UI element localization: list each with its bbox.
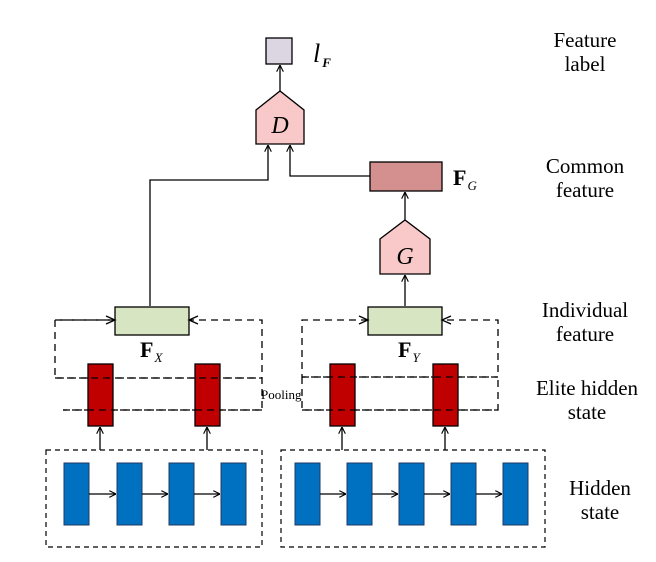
generator-label: G: [396, 244, 413, 270]
left-arrowhead-in-left: [105, 315, 117, 325]
elite-hidden-box-2: [194, 363, 221, 427]
row-label-line: feature: [555, 322, 615, 346]
row-label-individual-feature: Individual feature: [510, 298, 656, 346]
arrow-fg-to-d: [290, 145, 370, 177]
left-hidden-state-group: [45, 449, 263, 548]
row-label-common-feature: Common feature: [510, 154, 656, 202]
right-arrowhead-in-right: [440, 315, 452, 325]
individual-feature-x-box: [114, 306, 190, 336]
row-label-line: label: [564, 52, 606, 76]
elite-hidden-box-3: [329, 363, 356, 427]
hidden-box-r1: [294, 462, 321, 526]
row-label-line: Individual: [541, 298, 629, 322]
hidden-box-r2: [346, 462, 373, 526]
row-label-line: Feature: [553, 28, 617, 52]
hidden-box-l4: [220, 462, 247, 526]
right-arrowhead-in-left: [358, 315, 370, 325]
pooling-label: Pooling: [261, 387, 302, 402]
hidden-box-r5: [502, 462, 529, 526]
common-feature-box: [369, 161, 443, 192]
arrow-fx-to-d: [149, 145, 268, 306]
hidden-box-r3: [398, 462, 425, 526]
left-upper-dashed-outline: [54, 319, 262, 379]
row-label-line: state: [580, 500, 620, 524]
row-label-line: feature: [555, 178, 615, 202]
left-hidden-chain: [63, 462, 247, 526]
left-arrowhead-in-right: [187, 315, 199, 325]
hidden-box-r4: [450, 462, 477, 526]
common-feature-symbol: FG: [453, 165, 477, 193]
individual-feature-x-symbol: FX: [140, 337, 163, 365]
right-hidden-chain: [294, 462, 529, 526]
row-label-feature-label: Feature label: [510, 28, 656, 76]
row-label-line: Hidden: [569, 476, 631, 500]
elite-hidden-box-4: [432, 363, 459, 427]
elite-hidden-box-1: [87, 363, 114, 427]
row-label-hidden-state: Hidden state: [525, 476, 656, 524]
right-dashed-outline-lower: [301, 377, 499, 411]
hidden-box-l1: [63, 462, 90, 526]
row-label-line: state: [567, 400, 607, 424]
individual-feature-y-symbol: FY: [398, 337, 421, 365]
generator-shape: [379, 219, 431, 275]
row-label-elite-hidden-state: Elite hidden state: [512, 376, 656, 424]
individual-feature-y-box: [367, 306, 443, 336]
row-label-line: Elite hidden: [535, 376, 639, 400]
hidden-box-l2: [116, 462, 143, 526]
feature-label-box: [265, 37, 293, 65]
row-label-line: Common: [545, 154, 625, 178]
discriminator-shape: [255, 90, 305, 145]
hidden-box-l3: [168, 462, 195, 526]
discriminator-label: D: [270, 113, 288, 139]
